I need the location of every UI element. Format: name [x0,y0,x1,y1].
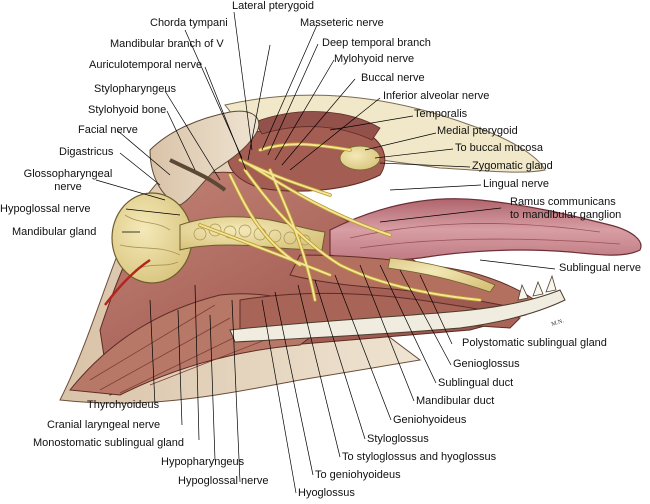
label-mandibular-branch-v: Mandibular branch of V [110,38,224,50]
label-masseteric-nerve: Masseteric nerve [300,17,384,29]
label-glossopharyngeal-nerve: Glossopharyngeal nerve [23,168,113,193]
label-to-buccal-mucosa: To buccal mucosa [455,142,544,154]
label-buccal-nerve: Buccal nerve [361,72,425,84]
label-mandibular-duct: Mandibular duct [416,395,495,407]
label-styloglossus: Styloglossus [367,433,429,445]
muscle-stripes [89,304,271,394]
artist-signature: M.N. [551,318,565,328]
label-mylohyoid-nerve: Mylohyoid nerve [334,53,415,65]
label-sublingual-nerve: Sublingual nerve [559,262,641,274]
stylohyoid-bone [169,158,227,192]
leader-lines [95,11,556,494]
label-lingual-nerve: Lingual nerve [483,178,550,190]
temporalis-muscle [254,111,381,141]
label-sublingual-duct: Sublingual duct [438,377,514,389]
label-digastricus: Digastricus [59,146,114,158]
label-chorda-tympani: Chorda tympani [150,17,228,29]
zygomatic-gland-shape [339,145,381,171]
label-temporalis: Temporalis [414,108,468,120]
label-inferior-alveolar-nerve: Inferior alveolar nerve [383,90,490,102]
label-zygomatic-gland: Zygomatic gland [472,160,553,172]
label-auriculotemporal-nerve: Auriculotemporal nerve [89,59,203,71]
label-polystomatic-sublingual-gland: Polystomatic sublingual gland [462,337,607,349]
label-cranial-laryngeal-nerve: Cranial laryngeal nerve [47,419,161,431]
label-deep-temporal-branch: Deep temporal branch [322,37,431,49]
label-to-styloglossus-hyoglossus: To styloglossus and hyoglossus [342,451,497,463]
label-geniohyoideus: Geniohyoideus [393,414,467,426]
label-medial-pterygoid: Medial pterygoid [437,125,518,137]
tongue-lines [349,223,621,249]
label-hypoglossal-nerve-left: Hypoglossal nerve [0,203,91,215]
mandible-bone [229,289,566,343]
label-thyrohyoideus: Thyrohyoideus [87,399,160,411]
blood-vessel [104,258,151,306]
label-genioglossus: Genioglossus [453,358,520,370]
label-hypopharyngeus: Hypopharyngeus [161,456,245,468]
label-to-geniohyoideus: To geniohyoideus [315,469,401,481]
label-ramus-communicans: Ramus communicans to mandibular ganglion [510,196,622,221]
label-monostomatic-sublingual-gland: Monostomatic sublingual gland [33,437,185,449]
tongue-shape [329,198,642,262]
nerves-highlight [199,143,481,301]
teeth [517,274,557,301]
polystomatic-gland-shape [387,257,496,293]
label-hypoglossal-nerve-bottom: Hypoglossal nerve [178,475,269,487]
label-mandibular-gland: Mandibular gland [12,226,97,238]
label-stylopharyngeus: Stylopharyngeus [94,83,176,95]
label-facial-nerve: Facial nerve [78,124,138,136]
label-hyoglossus: Hyoglossus [298,487,355,499]
label-lateral-pterygoid: Lateral pterygoid [232,0,314,12]
label-stylohyoid-bone: Stylohyoid bone [88,104,167,116]
